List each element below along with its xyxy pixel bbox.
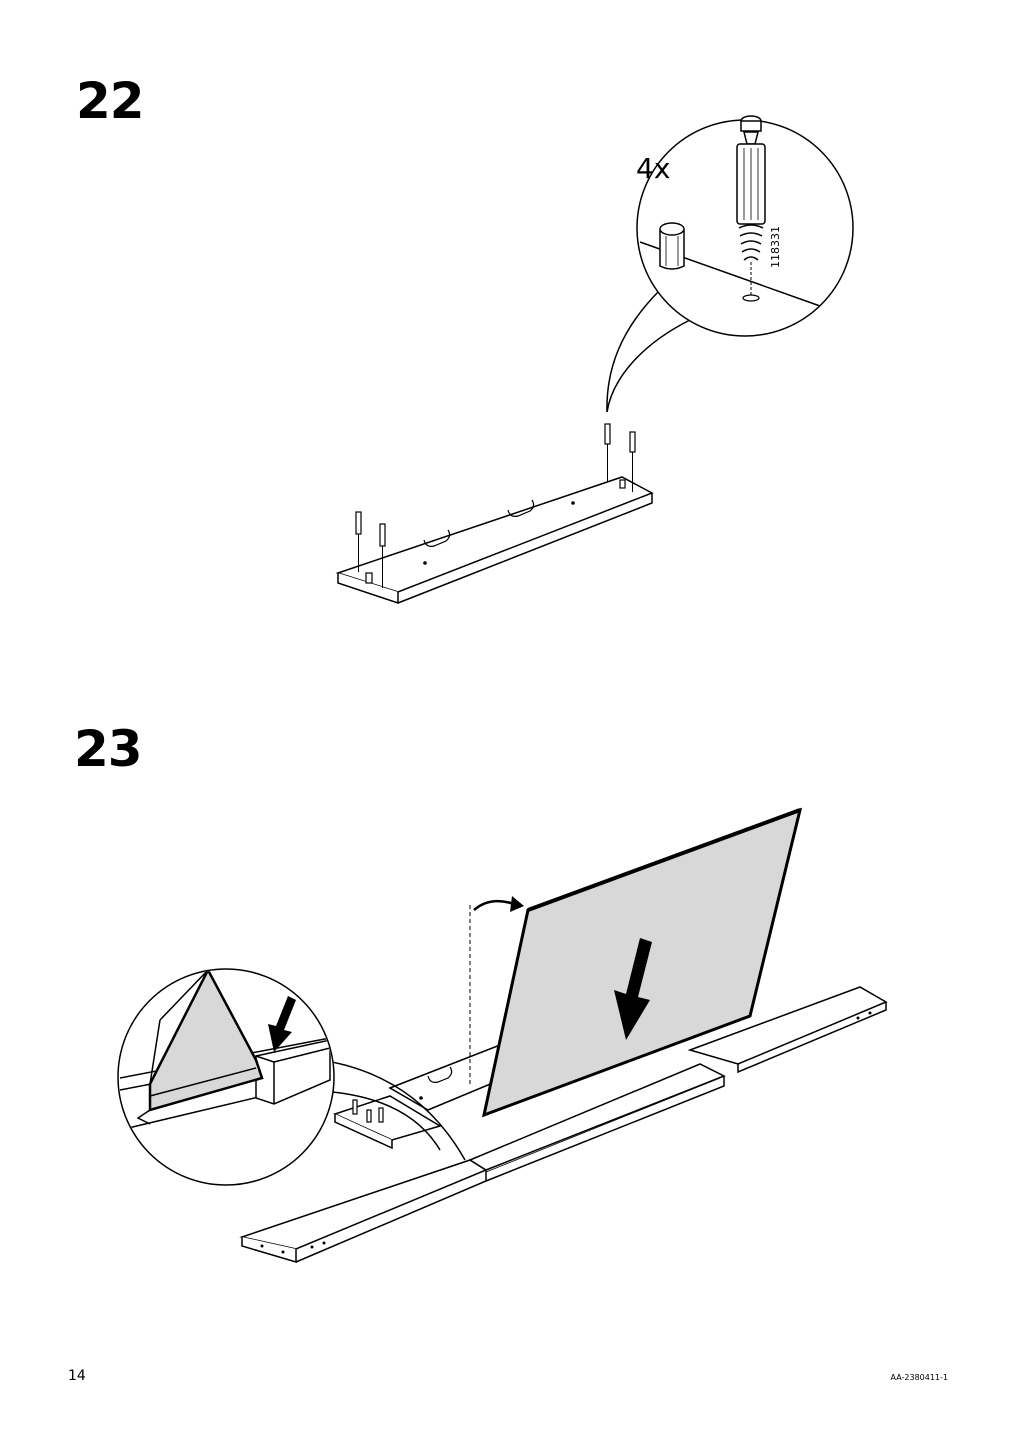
step-number-22: 22 [76, 72, 145, 130]
detail-circle [117, 968, 466, 1186]
dowel-icon [659, 222, 685, 270]
detail-down-arrow-icon [268, 996, 296, 1052]
cam-studs-placement [355, 423, 636, 588]
step-number-23: 23 [74, 720, 143, 778]
small-board [332, 1095, 442, 1150]
callout-detail-circle [606, 115, 854, 413]
part-number-label: 118331 [769, 226, 782, 268]
document-id: AA-2380411-1 [890, 1373, 948, 1382]
shelf-board [335, 476, 654, 605]
down-arrow-icon [614, 938, 652, 1040]
cam-stud-icon [736, 115, 766, 302]
page-number: 14 [68, 1368, 86, 1384]
bottom-rail [388, 1043, 501, 1111]
side-rails [239, 986, 888, 1264]
curved-rotate-arrow-icon [473, 896, 524, 912]
quantity-label: 4x [636, 152, 671, 185]
